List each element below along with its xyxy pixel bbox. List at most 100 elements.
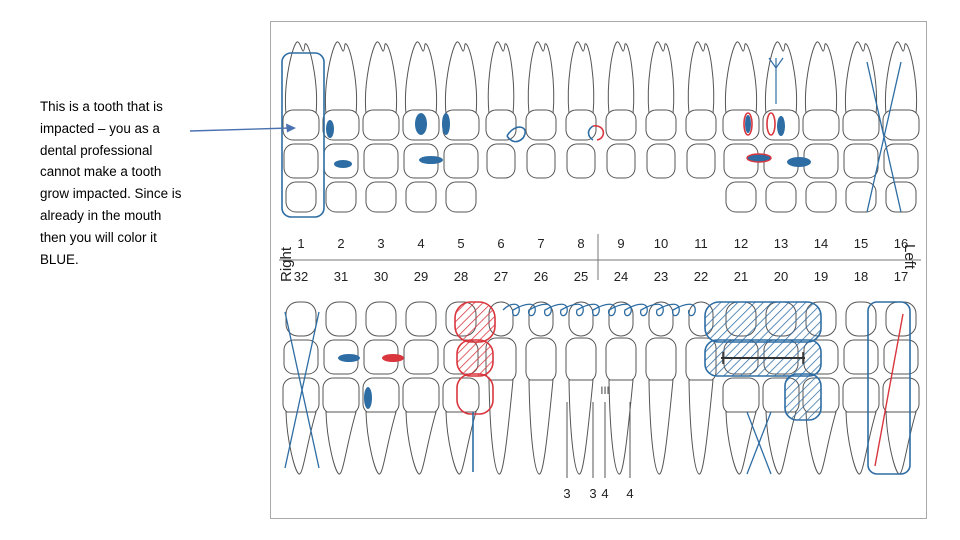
missing-x-tooth-20 bbox=[746, 411, 772, 475]
lower-tooth bbox=[645, 301, 677, 475]
lower-tooth bbox=[322, 301, 360, 475]
filling-tooth-2-occlusal bbox=[334, 160, 352, 168]
filling-tooth-4 bbox=[415, 113, 427, 135]
tooth-root bbox=[284, 41, 318, 115]
lower-tooth bbox=[402, 301, 440, 475]
tooth-occlusal bbox=[283, 143, 319, 179]
tooth-occlusal-front bbox=[843, 339, 879, 375]
tooth-number-lower: 20 bbox=[774, 269, 788, 284]
upper-tooth bbox=[645, 41, 677, 179]
tooth-occlusal-front bbox=[403, 339, 439, 375]
tooth-root bbox=[527, 41, 555, 115]
side-label-left: Left bbox=[901, 244, 918, 270]
filling-tooth-4-occlusal bbox=[419, 156, 443, 164]
tooth-root bbox=[885, 411, 917, 475]
tooth-root bbox=[607, 41, 635, 115]
lower-tooth bbox=[605, 301, 637, 475]
missing-x-tooth-16 bbox=[866, 61, 902, 213]
tooth-root bbox=[647, 41, 675, 115]
impacted-outline-tooth-17 bbox=[867, 301, 911, 475]
tooth-number-lower: 29 bbox=[414, 269, 428, 284]
tooth-number-upper: 2 bbox=[337, 236, 344, 251]
tooth-root bbox=[325, 411, 357, 475]
filling-tooth-30 bbox=[364, 387, 372, 409]
tooth-crown bbox=[645, 337, 677, 383]
lower-tooth bbox=[485, 301, 517, 475]
tooth-crown bbox=[605, 337, 637, 383]
lower-tooth bbox=[882, 301, 920, 475]
upper-tooth bbox=[842, 41, 880, 213]
tooth-number-upper: 10 bbox=[654, 236, 668, 251]
lower-tooth bbox=[842, 301, 880, 475]
bridge-crowns bbox=[704, 301, 822, 343]
tooth-occlusal-back bbox=[405, 181, 437, 213]
note-line: BLUE. bbox=[40, 251, 79, 267]
upper-tooth bbox=[605, 41, 637, 179]
tooth-root bbox=[688, 379, 714, 475]
roman-mark: III bbox=[600, 385, 609, 397]
tooth-crown bbox=[722, 377, 760, 415]
tooth-root bbox=[765, 411, 797, 475]
tooth-occlusal bbox=[365, 301, 397, 337]
tooth-crown bbox=[722, 109, 760, 141]
bottom-mark-3: 4 bbox=[601, 486, 608, 501]
filling-tooth-14-occlusal bbox=[787, 157, 811, 167]
tooth-number-lower: 19 bbox=[814, 269, 828, 284]
filling-tooth-9 bbox=[587, 125, 594, 141]
tooth-occlusal-back bbox=[365, 181, 397, 213]
tooth-number-lower: 30 bbox=[374, 269, 388, 284]
filling-tooth-7 bbox=[506, 126, 526, 143]
tooth-occlusal bbox=[526, 143, 556, 179]
tooth-number-lower: 23 bbox=[654, 269, 668, 284]
tooth-number-lower: 28 bbox=[454, 269, 468, 284]
lower-tooth bbox=[565, 301, 597, 475]
tooth-root bbox=[884, 41, 918, 115]
tooth-root bbox=[845, 411, 877, 475]
tooth-root bbox=[324, 41, 358, 115]
note-line: then you will color it bbox=[40, 229, 157, 245]
tooth-root bbox=[528, 379, 554, 475]
tooth-root bbox=[568, 379, 594, 475]
decay-tooth-30 bbox=[382, 354, 404, 362]
tooth-occlusal bbox=[363, 143, 399, 179]
tooth-number-upper: 1 bbox=[297, 236, 304, 251]
tooth-root bbox=[725, 411, 757, 475]
tooth-root bbox=[364, 41, 398, 115]
impacted-outline-tooth-1 bbox=[281, 52, 325, 218]
annotation-text: This is a tooth that is impacted – you a… bbox=[40, 96, 225, 270]
tooth-number-lower: 17 bbox=[894, 269, 908, 284]
tooth-root bbox=[445, 411, 477, 475]
tooth-number-upper: 4 bbox=[417, 236, 424, 251]
tooth-occlusal-back bbox=[325, 181, 357, 213]
tooth-number-lower: 31 bbox=[334, 269, 348, 284]
upper-tooth bbox=[362, 41, 400, 213]
tooth-number-upper: 13 bbox=[774, 236, 788, 251]
tooth-crown bbox=[842, 109, 880, 141]
tooth-crown bbox=[605, 109, 637, 141]
tooth-crown bbox=[802, 109, 840, 141]
tooth-root bbox=[805, 411, 837, 475]
tooth-crown bbox=[525, 337, 557, 383]
tooth-occlusal bbox=[845, 301, 877, 337]
tooth-occlusal bbox=[405, 301, 437, 337]
tooth-number-lower: 18 bbox=[854, 269, 868, 284]
tooth-occlusal-back bbox=[285, 181, 317, 213]
tooth-occlusal bbox=[443, 143, 479, 179]
tooth-number-lower: 25 bbox=[574, 269, 588, 284]
tooth-occlusal bbox=[843, 143, 879, 179]
endo-mark-tooth-14 bbox=[768, 57, 784, 70]
upper-tooth bbox=[565, 41, 597, 179]
tooth-root bbox=[444, 41, 478, 115]
tooth-root bbox=[405, 411, 437, 475]
upper-tooth bbox=[722, 41, 760, 213]
tooth-crown bbox=[565, 109, 597, 141]
filling-tooth-13 bbox=[745, 115, 751, 133]
tooth-root bbox=[804, 41, 838, 115]
upper-tooth bbox=[442, 41, 480, 213]
decay-tooth-13 bbox=[743, 112, 753, 136]
tooth-root bbox=[724, 41, 758, 115]
tooth-occlusal-back bbox=[845, 181, 877, 213]
tooth-number-upper: 7 bbox=[537, 236, 544, 251]
